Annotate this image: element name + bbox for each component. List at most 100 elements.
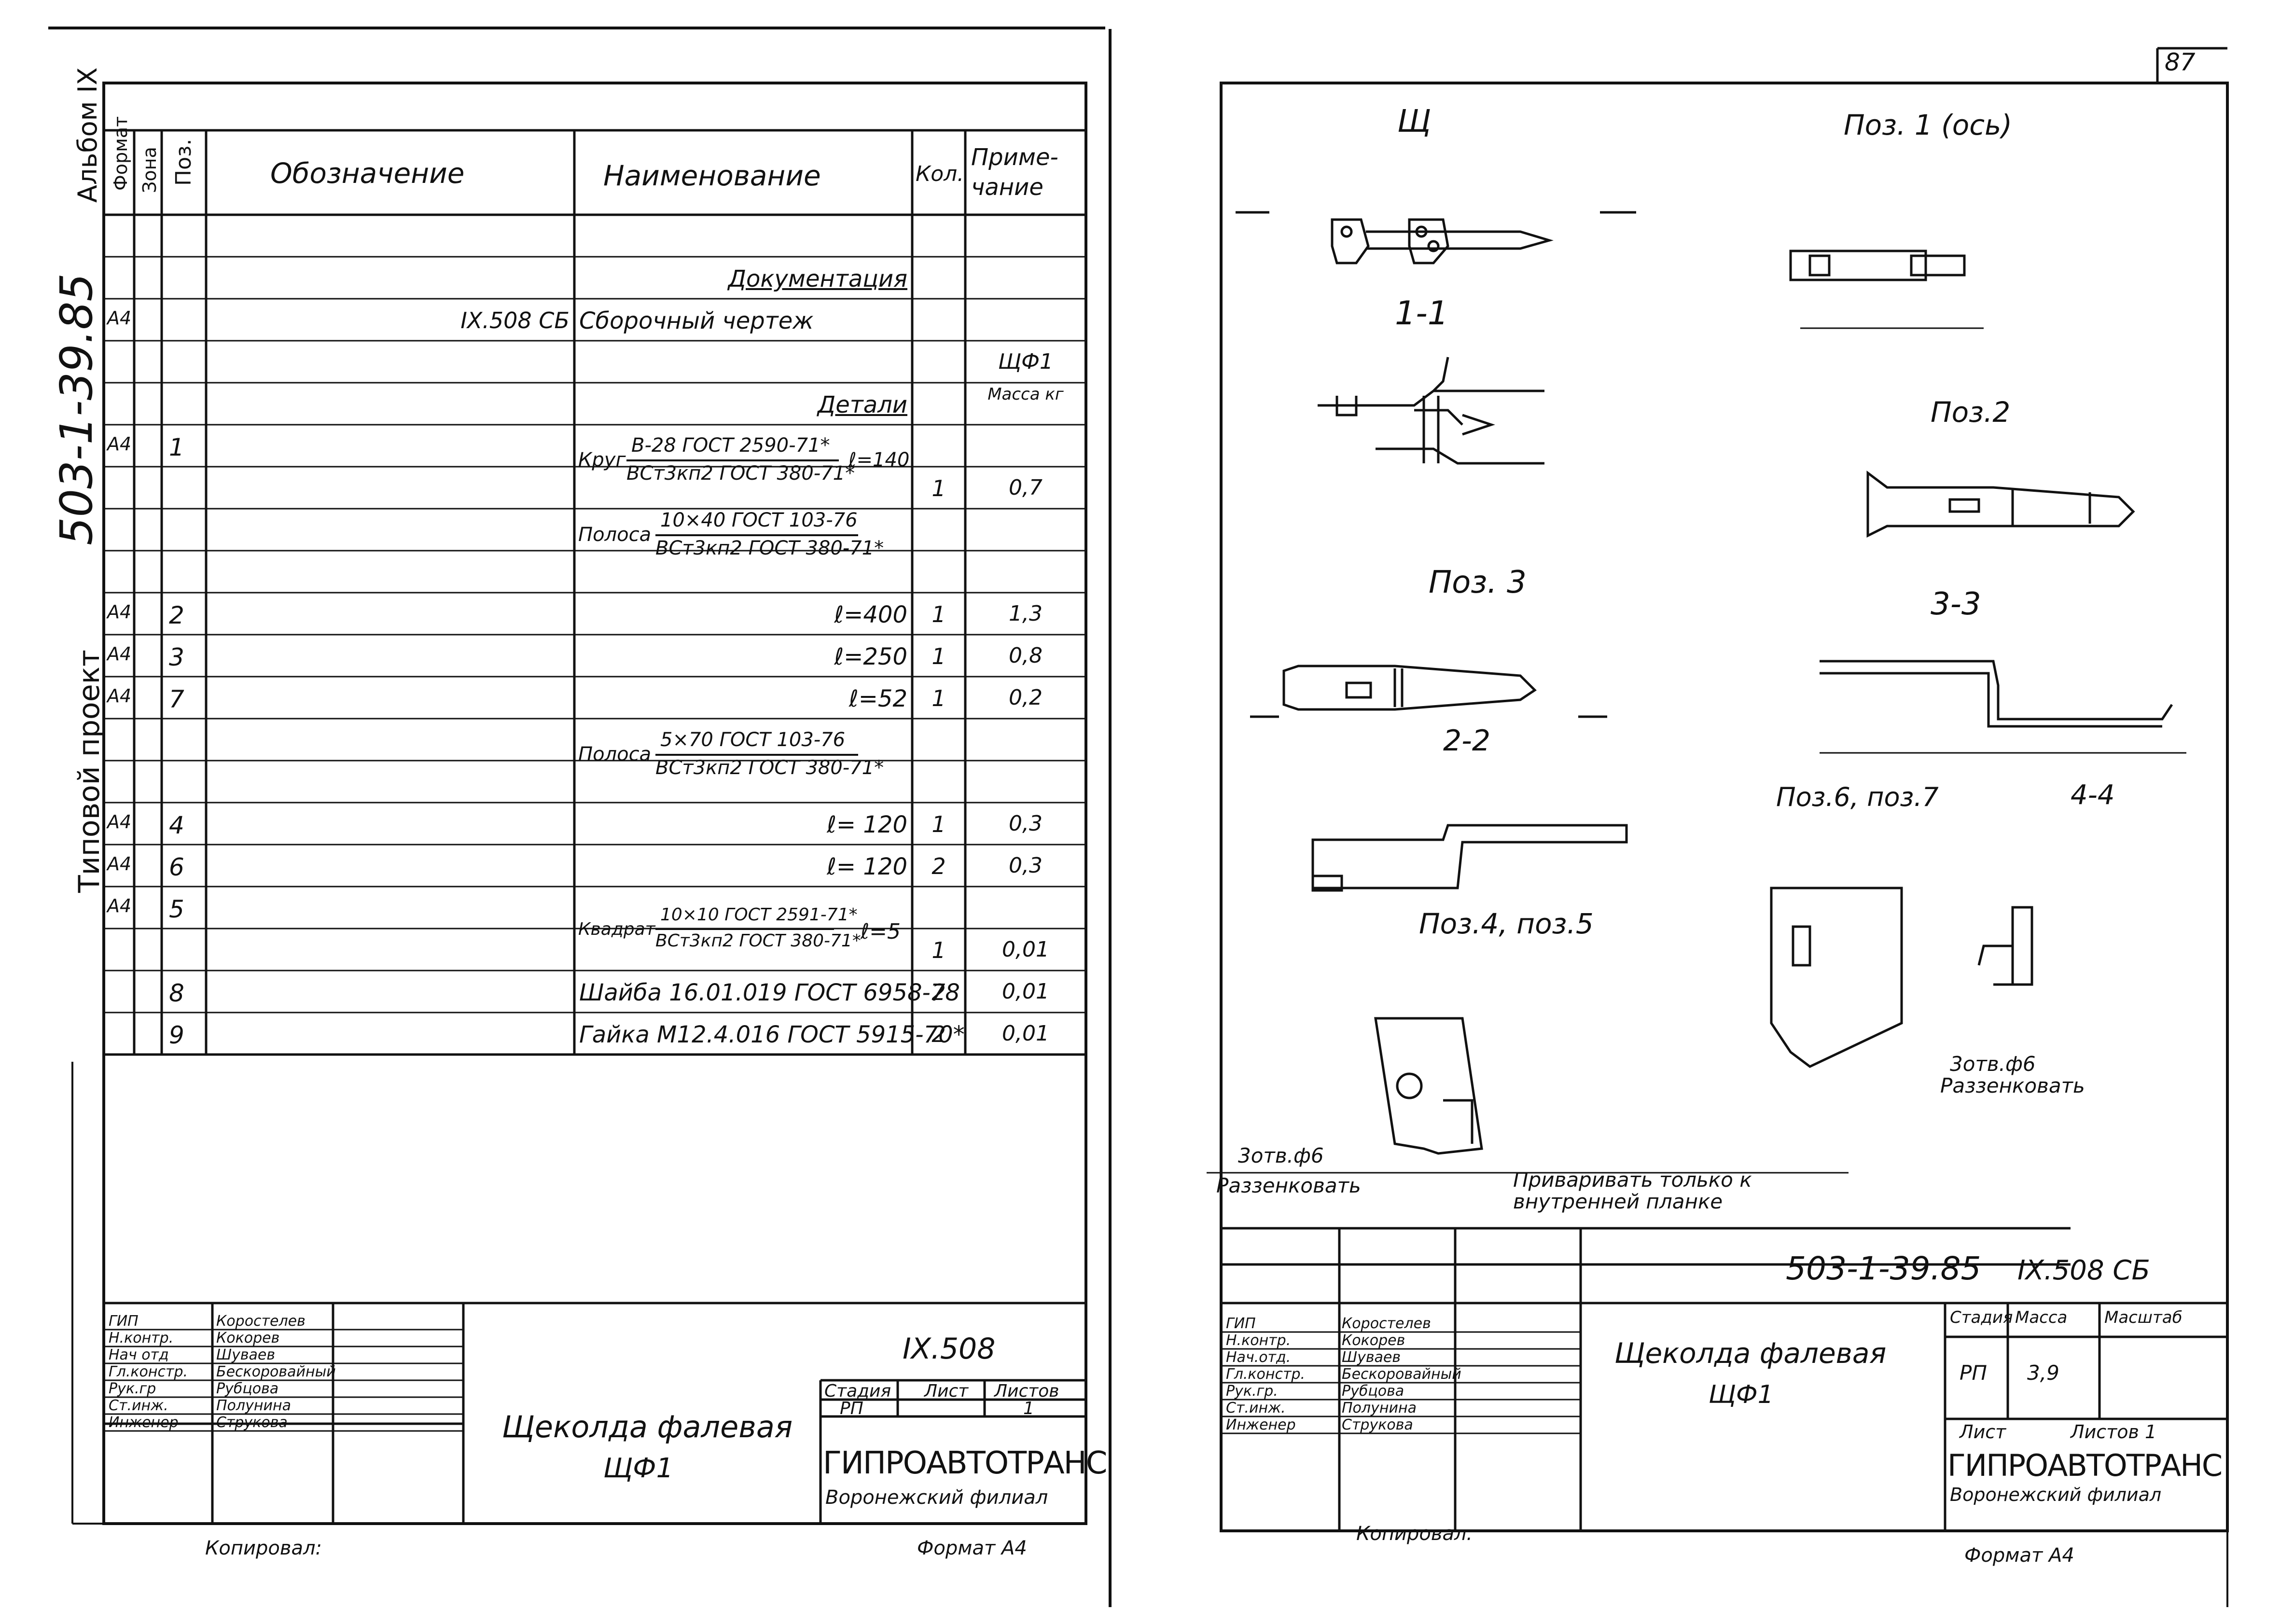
right-org: ГИПРОАВТОТРАНС — [1947, 1448, 2223, 1483]
left-sheets-label: Листов — [994, 1381, 1059, 1401]
left-title: Щеколда фалевая — [502, 1409, 793, 1444]
tb-name: Коростелев — [216, 1313, 306, 1330]
table-cell-pos: 7 — [169, 685, 184, 713]
left-title-code: ЩФ1 — [603, 1453, 674, 1484]
tb-name: Шуваев — [1342, 1349, 1401, 1366]
table-cell-format: А4 — [107, 811, 132, 833]
right-branch: Воронежский филиал — [1950, 1484, 2162, 1505]
tb-role: Н.контр. — [1226, 1332, 1291, 1349]
tb-role: Н.контр. — [109, 1330, 174, 1346]
right-mass: 3,9 — [2027, 1361, 2059, 1385]
table-cell-note: 0,2 — [1009, 685, 1043, 710]
right-copied: Копировал: — [1356, 1523, 1474, 1545]
header-qty: Кол. — [916, 162, 964, 186]
note-holes-left: 3отв.ф6 — [1238, 1144, 1324, 1167]
tb-role: Ст.инж. — [109, 1397, 168, 1414]
header-pos: Поз. — [171, 139, 196, 186]
table-cell-pos: 3 — [169, 643, 184, 671]
table-cell-note: 0,01 — [1002, 937, 1049, 962]
table-cell-name: Документация — [728, 265, 907, 292]
table-cell-name: Шайба 16.01.019 ГОСТ 6958-78 — [579, 979, 960, 1006]
table-cell-name: Гайка М12.4.016 ГОСТ 5915-70* — [579, 1021, 965, 1048]
tb-role: ГИП — [109, 1313, 139, 1330]
right-stage: РП — [1960, 1361, 1987, 1385]
table-cell-name: Детали — [817, 391, 907, 418]
table-cell-name: ℓ=400 — [834, 601, 907, 628]
tb-name: Бескоровайный — [216, 1363, 336, 1380]
pos1-drawing — [1789, 250, 1984, 329]
tb-name: Струкова — [216, 1414, 288, 1431]
table-cell-qty: 1 — [931, 643, 946, 669]
table-cell-pos: 9 — [169, 1021, 184, 1049]
tb-name: Рубцова — [1342, 1383, 1404, 1400]
tb-name: Кокорев — [1342, 1332, 1405, 1349]
table-cell-qty: 2 — [931, 1021, 946, 1047]
table-cell-name: ℓ= 120 — [827, 853, 907, 880]
view-pos45: Поз.4, поз.5 — [1419, 907, 1594, 940]
left-stage: РП — [840, 1399, 863, 1418]
tb-name: Кокорев — [216, 1330, 280, 1346]
table-cell-qty: 1 — [931, 937, 946, 963]
table-cell-format: А4 — [107, 643, 132, 665]
pos2-drawing — [1866, 471, 2135, 538]
left-format: Формат А4 — [917, 1537, 1027, 1559]
view-section-11: 1-1 — [1395, 294, 1449, 333]
section-22-drawing — [1311, 824, 1628, 892]
right-mass-label: Масса — [2015, 1308, 2068, 1327]
note-countersink-left: Раззенковать — [1216, 1174, 1361, 1197]
right-format: Формат А4 — [1964, 1544, 2074, 1567]
pos45-drawing — [1207, 1017, 1849, 1174]
header-designation: Обозначение — [270, 157, 465, 190]
table-cell-note: 0,7 — [1009, 475, 1043, 500]
note-weld-2: внутренней планке — [1513, 1190, 1723, 1213]
right-title: Щеколда фалевая — [1614, 1337, 1887, 1370]
table-cell-pos: 4 — [169, 811, 184, 839]
table-cell-name: Сборочный чертеж — [579, 307, 814, 334]
table-cell-format: А4 — [107, 685, 132, 707]
tb-name: Шуваев — [216, 1346, 276, 1363]
section-11-drawing — [1318, 357, 1544, 465]
table-cell-qty: 1 — [931, 601, 946, 627]
tb-role: Ст.инж. — [1226, 1400, 1286, 1416]
right-title-code: ЩФ1 — [1709, 1380, 1774, 1409]
tb-name: Рубцова — [216, 1380, 279, 1397]
header-format: Формат — [110, 116, 131, 191]
note-weld-1: Приваривать только к — [1513, 1168, 1752, 1192]
table-cell-note: 1,3 — [1009, 601, 1043, 626]
tb-role: Нач отд — [109, 1346, 169, 1363]
page-number: 87 — [2165, 48, 2196, 76]
table-cell-pos: 6 — [169, 853, 184, 881]
header-zone: Зона — [139, 147, 160, 193]
table-cell-qty: 2 — [931, 853, 946, 879]
right-series: 503-1-39.85 — [1786, 1250, 1981, 1287]
table-cell-format: А4 — [107, 853, 132, 874]
tb-role: Гл.констр. — [109, 1363, 188, 1380]
left-sheets: 1 — [1023, 1399, 1034, 1418]
note-holes-right: 3отв.ф6 — [1950, 1052, 2036, 1076]
right-sheet — [1207, 47, 2229, 1607]
left-branch: Воронежский филиал — [825, 1486, 1048, 1509]
table-cell-format: А4 — [107, 895, 132, 916]
tb-role: Инженер — [109, 1414, 179, 1431]
view-pos1: Поз. 1 (ось) — [1844, 109, 2012, 141]
right-stage-label: Стадия — [1950, 1308, 2013, 1327]
table-cell-name: ℓ=250 — [834, 643, 907, 670]
table-cell-note: 0,3 — [1009, 811, 1043, 836]
table-cell-qty: 1 — [931, 685, 946, 711]
table-cell-pos: 2 — [169, 601, 184, 629]
header-note: Приме-чание — [971, 144, 1058, 201]
table-cell-pos: 5 — [169, 895, 184, 923]
view-main: Щ — [1397, 104, 1431, 139]
album-label: Альбом IX — [72, 67, 103, 203]
header-name: Наименование — [603, 159, 821, 192]
left-org: ГИПРОАВТОТРАНС — [823, 1445, 1107, 1481]
table-cell-pos: 1 — [169, 433, 184, 461]
tb-name: Полунина — [216, 1397, 291, 1414]
table-cell-qty: 1 — [931, 475, 946, 501]
tb-role: Рук.гр. — [1226, 1383, 1278, 1400]
view-pos67: Поз.6, поз.7 — [1776, 782, 1939, 812]
tb-name: Бескоровайный — [1342, 1366, 1461, 1383]
table-cell-qty: 2 — [931, 979, 946, 1005]
left-doc-code: IX.508 — [903, 1332, 996, 1366]
table-cell-note: Масса кг — [987, 385, 1064, 404]
